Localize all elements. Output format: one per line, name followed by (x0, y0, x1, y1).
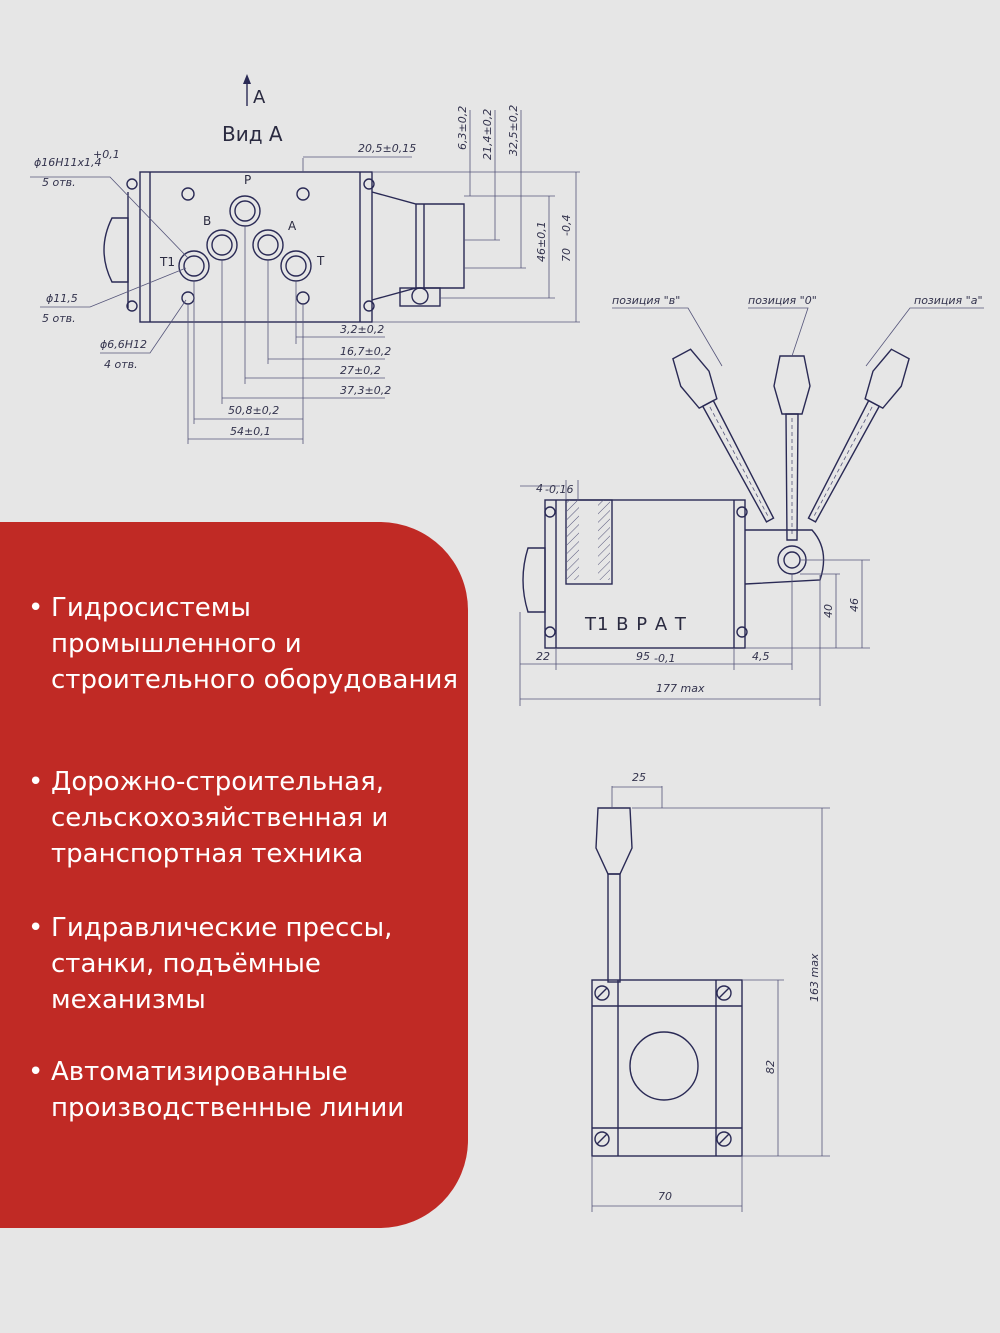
bullet-icon: • (28, 767, 44, 797)
callout-leader (40, 267, 187, 308)
dim-22: 22 (536, 650, 550, 663)
callout-bore16-qty: 5 отв. (42, 176, 76, 189)
screw (736, 506, 748, 518)
screw (544, 626, 556, 638)
mount-hole (296, 187, 310, 201)
callout-bore66-qty: 4 отв. (104, 358, 138, 371)
screw (544, 506, 556, 518)
dim-82: 82 (764, 1060, 777, 1074)
front-lever-handle (595, 807, 633, 875)
dim-70-tol: -0,4 (560, 215, 573, 236)
bullet-icon: • (28, 913, 44, 943)
screw (363, 300, 375, 312)
side-port-letters: T1 B P A T (584, 614, 687, 635)
dim-46: 46±0,1 (535, 221, 548, 262)
mount-hole (296, 291, 310, 305)
dim-27: 27±0,2 (340, 364, 381, 377)
position-label-a: позиция "а" (914, 294, 983, 307)
bullet-icon: • (28, 1057, 44, 1087)
right-housing (371, 191, 465, 301)
dim-20-5: 20,5±0,15 (358, 142, 416, 155)
features-panel: • Гидросистемы промышленного и строитель… (0, 522, 468, 1228)
screw (736, 626, 748, 638)
front-body (591, 979, 743, 1157)
dim-95: 95 (636, 650, 650, 663)
screw (126, 178, 138, 190)
dim-25: 25 (632, 771, 646, 784)
port-label-t1: T1 (159, 255, 175, 269)
screw (363, 178, 375, 190)
side-view: позиция "в" позиция "0" позиция "а" T1 B… (519, 294, 984, 706)
dim-6-3: 6,3±0,2 (456, 106, 469, 150)
screw (716, 1131, 732, 1147)
view-a: A Вид A P (30, 74, 580, 444)
callout-leader (100, 299, 187, 354)
front-bore (629, 1031, 699, 1101)
screw (594, 985, 610, 1001)
bullet-icon: • (28, 593, 44, 623)
callout-bore16: ϕ16H11x1,4 (34, 156, 102, 169)
port-label-p: P (244, 173, 251, 187)
dim-4-tol: -0,16 (545, 483, 573, 496)
section-cut (565, 499, 613, 585)
dim-4: 4 (536, 482, 543, 495)
dim-40: 40 (822, 604, 835, 618)
dim-163: 163 max (808, 953, 821, 1002)
feature-text: Дорожно-строительная, сельскохозяйственн… (51, 767, 389, 869)
view-a-title: Вид A (222, 122, 283, 146)
position-label-b: позиция "в" (612, 294, 680, 307)
view-arrow-head (243, 74, 251, 84)
feature-text: Гидросистемы промышленного и строительно… (51, 593, 458, 695)
screw (716, 985, 732, 1001)
front-view: 25 163 max 82 70 (591, 771, 830, 1212)
dim-54: 54±0,1 (230, 425, 271, 438)
position-label-0: позиция "0" (748, 294, 817, 307)
lever-position-0 (773, 355, 811, 541)
callout-bore115: ϕ11,5 (46, 292, 78, 305)
lever-position-b (672, 348, 775, 523)
lever-position-a (807, 348, 910, 523)
dim-177: 177 max (656, 682, 705, 695)
dim-46-side: 46 (848, 598, 861, 612)
dim-3-2: 3,2±0,2 (340, 323, 384, 336)
port-label-t: T (316, 254, 325, 268)
callout-bore66: ϕ6,6H12 (100, 338, 147, 351)
dim-95-tol: -0,1 (654, 652, 675, 665)
port-label-a: A (288, 219, 297, 233)
dim-21-4: 21,4±0,2 (481, 109, 494, 160)
dim-4-5: 4,5 (752, 650, 770, 663)
dim-70: 70 (560, 248, 573, 262)
dim-50-8: 50,8±0,2 (228, 404, 279, 417)
screw (126, 300, 138, 312)
feature-text: Гидравлические прессы, станки, подъёмные… (51, 913, 393, 1015)
view-arrow-label: A (253, 87, 266, 108)
port-label-b: B (203, 214, 211, 228)
mount-hole (181, 187, 195, 201)
valve-body (139, 171, 373, 323)
dim-37-3: 37,3±0,2 (340, 384, 391, 397)
mount-hole (181, 291, 195, 305)
callout-bore16-tol: +0,1 (93, 148, 120, 161)
front-lever-shaft (607, 873, 621, 983)
dim-32-5: 32,5±0,2 (507, 105, 520, 156)
callout-bore115-qty: 5 отв. (42, 312, 76, 325)
screw (594, 1131, 610, 1147)
dim-70-front: 70 (658, 1190, 672, 1203)
side-body (544, 499, 746, 649)
callout-leader (30, 176, 189, 259)
side-cap (522, 547, 546, 613)
left-cap (103, 217, 129, 283)
dim-16-7: 16,7±0,2 (340, 345, 391, 358)
feature-text: Автоматизированные производственные лини… (51, 1057, 405, 1123)
